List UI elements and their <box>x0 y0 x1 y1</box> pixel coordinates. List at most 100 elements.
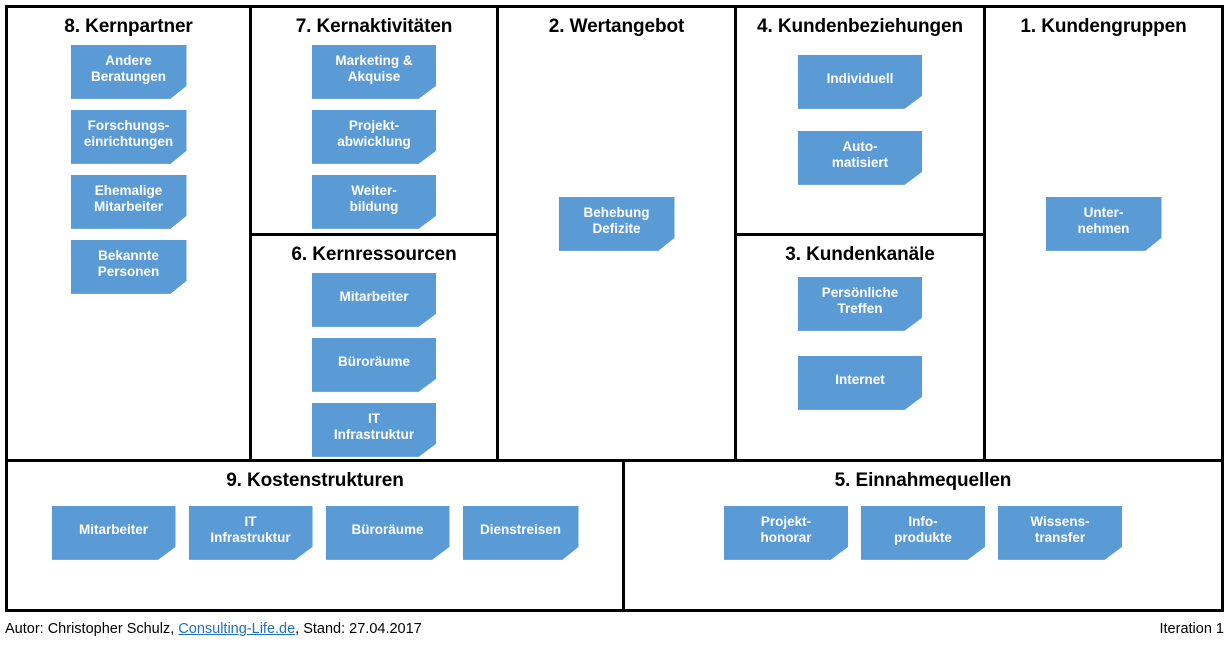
fold-corner-icon <box>905 171 922 185</box>
footer-author-prefix: Autor: Christopher Schulz, <box>5 621 179 637</box>
block-title-kostenstrukturen: 9. Kostenstrukturen <box>226 470 404 491</box>
sticky-note-label: Info- produkte <box>894 514 952 546</box>
sticky-note[interactable]: Ehemalige Mitarbeiter <box>70 174 187 229</box>
sticky-note[interactable]: Büroräume <box>325 505 450 560</box>
sticky-note-label: IT Infrastruktur <box>210 514 291 546</box>
footer-author-suffix: , Stand: 27.04.2017 <box>295 621 422 637</box>
note-list-kundenkanaele: Persönliche Treffen Internet <box>737 276 983 410</box>
block-title-wertangebot: 2. Wertangebot <box>548 16 685 37</box>
note-list-wertangebot: Behebung Defizite <box>499 38 734 410</box>
note-list-kernpartner: Andere Beratungen Forschungs- einrichtun… <box>8 44 249 294</box>
block-title-kernressourcen: 6. Kernressourcen <box>291 244 457 265</box>
sticky-note-label: Dienstreisen <box>479 522 562 538</box>
sticky-note[interactable]: Andere Beratungen <box>70 44 187 99</box>
block-title-kundengruppen: 1. Kundengruppen <box>1020 16 1187 37</box>
note-list-kernaktivitaeten: Marketing & Akquise Projekt- abwicklung … <box>252 44 496 229</box>
sticky-note-label: Bekannte Personen <box>97 248 160 280</box>
canvas-block-kostenstrukturen[interactable]: 9. Kostenstrukturen Mitarbeiter IT Infra… <box>5 459 625 612</box>
fold-corner-icon <box>169 150 187 164</box>
fold-corner-icon <box>657 237 675 251</box>
sticky-note[interactable]: Forschungs- einrichtungen <box>70 109 187 164</box>
fold-corner-icon <box>831 546 848 560</box>
canvas-block-einnahmequellen[interactable]: 5. Einnahmequellen Projekt- honorar Info… <box>622 459 1224 612</box>
canvas-grid: 8. Kernpartner Andere Beratungen Forschu… <box>5 5 1224 612</box>
sticky-note[interactable]: Weiter- bildung <box>312 174 436 229</box>
block-title-einnahmequellen: 5. Einnahmequellen <box>834 470 1012 491</box>
consulting-life-link[interactable]: Consulting-Life.de <box>178 621 296 637</box>
footer: Autor: Christopher Schulz, Consulting-Li… <box>5 616 1224 642</box>
sticky-note-label: Auto- matisiert <box>831 139 889 171</box>
sticky-note-label: Individuell <box>826 71 894 87</box>
sticky-note-label: Unter- nehmen <box>1077 205 1130 237</box>
canvas-block-kundenbeziehungen[interactable]: 4. Kundenbeziehungen Individuell Auto- m… <box>734 5 986 236</box>
sticky-note-label: Mitarbeiter <box>339 289 409 305</box>
fold-corner-icon <box>561 546 579 560</box>
sticky-note-label: Ehemalige Mitarbeiter <box>93 183 164 215</box>
sticky-note[interactable]: Unter- nehmen <box>1045 196 1162 251</box>
sticky-note[interactable]: Wissens- transfer <box>998 505 1122 560</box>
sticky-note-label: Wissens- transfer <box>1030 514 1090 546</box>
block-title-kernpartner: 8. Kernpartner <box>64 16 193 37</box>
sticky-note-label: Marketing & Akquise <box>335 53 413 85</box>
sticky-note-label: Behebung Defizite <box>583 205 650 237</box>
canvas-block-kundenkanaele[interactable]: 3. Kundenkanäle Persönliche Treffen Inte… <box>734 233 986 462</box>
sticky-note-label: IT Infrastruktur <box>333 411 415 443</box>
fold-corner-icon <box>1105 546 1122 560</box>
sticky-note-label: Projekt- honorar <box>760 514 812 546</box>
sticky-note-label: Weiter- bildung <box>349 183 399 215</box>
sticky-note[interactable]: Bekannte Personen <box>70 239 187 294</box>
fold-corner-icon <box>158 546 176 560</box>
sticky-note[interactable]: Dienstreisen <box>462 505 579 560</box>
fold-corner-icon <box>295 546 313 560</box>
block-title-kernaktivitaeten: 7. Kernaktivitäten <box>295 16 453 37</box>
sticky-note[interactable]: Behebung Defizite <box>558 196 675 251</box>
note-list-kundenbeziehungen: Individuell Auto- matisiert <box>737 54 983 185</box>
sticky-note[interactable]: Mitarbeiter <box>312 272 436 327</box>
fold-corner-icon <box>905 396 922 410</box>
fold-corner-icon <box>419 378 436 392</box>
fold-corner-icon <box>419 443 436 457</box>
block-title-kundenbeziehungen: 4. Kundenbeziehungen <box>757 16 963 37</box>
fold-corner-icon <box>905 95 922 109</box>
fold-corner-icon <box>419 313 436 327</box>
sticky-note-label: Büroräume <box>351 522 424 538</box>
fold-corner-icon <box>169 85 187 99</box>
fold-corner-icon <box>419 215 436 229</box>
note-list-kostenstrukturen: Mitarbeiter IT Infrastruktur Büroräume D… <box>8 505 622 560</box>
sticky-note[interactable]: Projekt- abwicklung <box>312 109 436 164</box>
sticky-note-label: Persönliche Treffen <box>821 285 899 317</box>
sticky-note[interactable]: IT Infrastruktur <box>312 402 436 457</box>
note-list-kernressourcen: Mitarbeiter Büroräume IT Infrastruktur <box>252 272 496 457</box>
sticky-note[interactable]: Persönliche Treffen <box>798 276 922 331</box>
sticky-note[interactable]: IT Infrastruktur <box>188 505 313 560</box>
canvas-block-wertangebot[interactable]: 2. Wertangebot Behebung Defizite <box>496 5 737 462</box>
canvas-block-kundengruppen[interactable]: 1. Kundengruppen Unter- nehmen <box>983 5 1224 462</box>
sticky-note[interactable]: Mitarbeiter <box>51 505 176 560</box>
sticky-note[interactable]: Info- produkte <box>861 505 985 560</box>
footer-author: Autor: Christopher Schulz, Consulting-Li… <box>5 621 422 637</box>
sticky-note-label: Mitarbeiter <box>78 522 149 538</box>
sticky-note-label: Projekt- abwicklung <box>337 118 411 150</box>
sticky-note[interactable]: Individuell <box>798 54 922 109</box>
fold-corner-icon <box>419 85 436 99</box>
canvas-block-kernaktivitaeten[interactable]: 7. Kernaktivitäten Marketing & Akquise P… <box>249 5 499 236</box>
fold-corner-icon <box>432 546 450 560</box>
footer-iteration: Iteration 1 <box>1159 621 1225 637</box>
fold-corner-icon <box>1144 237 1162 251</box>
note-list-einnahmequellen: Projekt- honorar Info- produkte Wissens-… <box>625 505 1221 560</box>
sticky-note[interactable]: Projekt- honorar <box>724 505 848 560</box>
fold-corner-icon <box>968 546 985 560</box>
canvas-block-kernpartner[interactable]: 8. Kernpartner Andere Beratungen Forschu… <box>5 5 252 462</box>
sticky-note-label: Andere Beratungen <box>90 53 166 85</box>
fold-corner-icon <box>169 215 187 229</box>
sticky-note[interactable]: Büroräume <box>312 337 436 392</box>
sticky-note[interactable]: Internet <box>798 355 922 410</box>
sticky-note[interactable]: Auto- matisiert <box>798 130 922 185</box>
canvas-block-kernressourcen[interactable]: 6. Kernressourcen Mitarbeiter Büroräume … <box>249 233 499 462</box>
sticky-note[interactable]: Marketing & Akquise <box>312 44 436 99</box>
block-title-kundenkanaele: 3. Kundenkanäle <box>785 244 935 265</box>
sticky-note-label: Forschungs- einrichtungen <box>83 118 174 150</box>
note-list-kundengruppen: Unter- nehmen <box>986 38 1221 410</box>
sticky-note-label: Internet <box>835 372 885 388</box>
